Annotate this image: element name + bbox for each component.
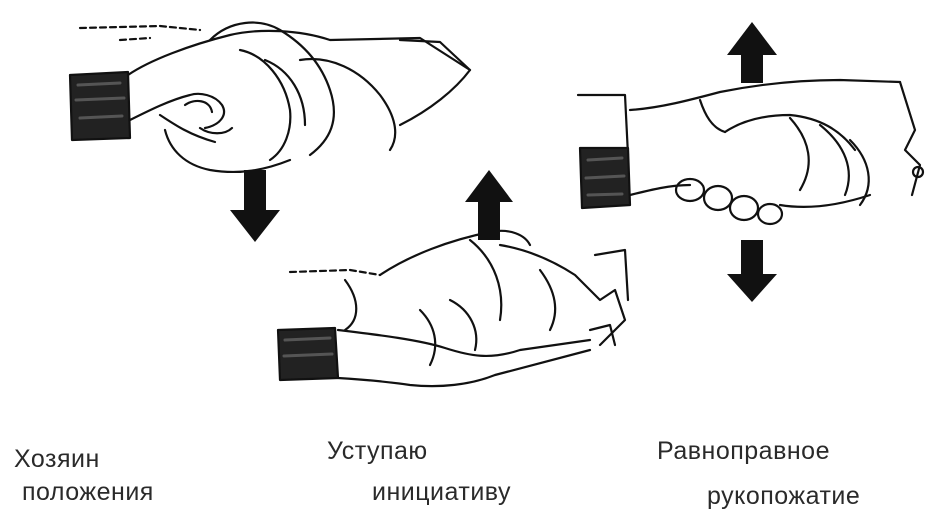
caption-equal-line1: Равноправное bbox=[657, 437, 830, 466]
arrow-down-icon bbox=[727, 240, 777, 302]
caption-equal-line2: рукопожатие bbox=[707, 482, 860, 511]
arrow-up-icon bbox=[465, 170, 513, 240]
handshake-equal-drawing bbox=[578, 80, 923, 224]
caption-dominant-line2: положения bbox=[22, 478, 154, 507]
handshake-dominant-drawing bbox=[70, 23, 470, 172]
handshake-submissive-drawing bbox=[278, 231, 628, 386]
caption-dominant-line1: Хозяин bbox=[14, 445, 100, 474]
caption-submissive-line2: инициативу bbox=[372, 478, 511, 507]
caption-submissive-line1: Уступаю bbox=[327, 437, 428, 466]
arrow-up-icon bbox=[727, 22, 777, 83]
arrow-down-icon bbox=[230, 170, 280, 242]
